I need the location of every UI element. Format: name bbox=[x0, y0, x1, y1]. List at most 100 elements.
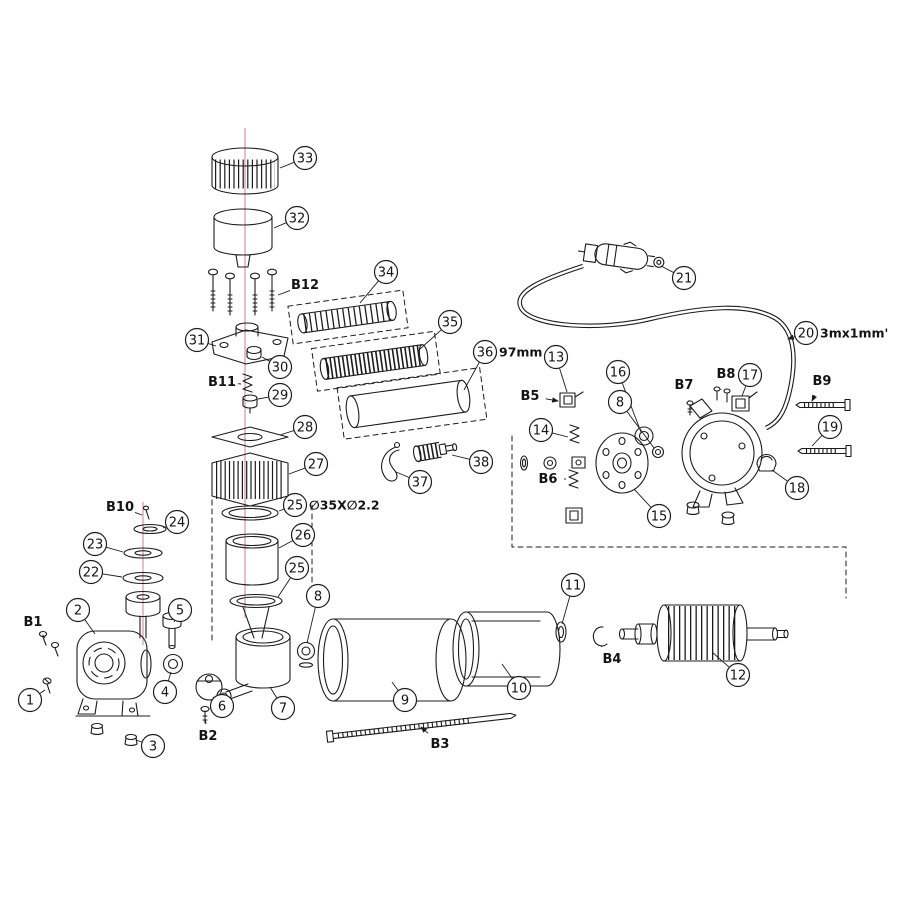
callout-number: 6 bbox=[218, 700, 226, 715]
callout-number: 30 bbox=[272, 361, 289, 376]
part-10-cylinder-shell bbox=[452, 611, 561, 687]
callout-8-34: 8 bbox=[607, 389, 655, 449]
callout-circle bbox=[167, 597, 193, 623]
callout-27-9: 27 bbox=[288, 451, 329, 477]
callout-circle bbox=[468, 449, 494, 475]
b-part-label: B1 bbox=[24, 615, 43, 630]
callout-number: 9 bbox=[401, 694, 409, 709]
callout-5-22: 5 bbox=[167, 597, 193, 623]
label-B10: B10 bbox=[106, 500, 143, 516]
callout-number: 36 bbox=[477, 346, 494, 361]
callout-number: 25 bbox=[289, 562, 306, 577]
callout-2-18: 2 bbox=[65, 597, 96, 635]
callout-16-33: 16 bbox=[605, 359, 642, 433]
part-38-valve-fitting bbox=[412, 441, 458, 463]
leader-line bbox=[711, 651, 730, 668]
callout-number: 32 bbox=[289, 212, 306, 227]
part-motor-bracket bbox=[681, 398, 763, 508]
callout-33-0: 33 bbox=[279, 145, 318, 171]
callout-12-29: 12 bbox=[711, 651, 751, 688]
leader-line bbox=[279, 162, 295, 169]
part-20-power-cable bbox=[517, 263, 796, 431]
b-part-label: B10 bbox=[106, 500, 134, 515]
callout-circle bbox=[784, 475, 810, 501]
callout-number: 23 bbox=[87, 538, 104, 553]
callout-circle bbox=[292, 414, 318, 440]
leader-line bbox=[395, 471, 410, 478]
label-B2: B2 bbox=[199, 720, 217, 744]
callout-number: 12 bbox=[730, 669, 747, 684]
part-b9-screw bbox=[795, 398, 851, 412]
callout-number: 19 bbox=[822, 421, 839, 436]
callout-38-11: 38 bbox=[451, 449, 494, 475]
callout-number: 17 bbox=[742, 369, 759, 384]
part-33-knurled-cap bbox=[211, 147, 279, 195]
leader-line bbox=[277, 290, 291, 296]
callout-number: 14 bbox=[533, 424, 550, 439]
leader-line bbox=[102, 573, 123, 578]
leader-line bbox=[84, 619, 96, 635]
callout-circle bbox=[305, 583, 331, 609]
callout-number: 24 bbox=[169, 516, 186, 531]
part-bracket-feet bbox=[686, 501, 735, 525]
part-28-valve-plate bbox=[211, 426, 289, 448]
callout-29-7: 29 bbox=[257, 382, 293, 408]
leader-line bbox=[168, 671, 172, 681]
callout-24-15: 24 bbox=[162, 509, 190, 535]
callout-number: 11 bbox=[565, 579, 582, 594]
part-14-spring bbox=[569, 424, 580, 444]
part-8-washer-right bbox=[651, 445, 665, 459]
leader-line bbox=[552, 432, 569, 438]
leader-line bbox=[42, 634, 46, 639]
leader-line bbox=[306, 607, 316, 644]
leader-line bbox=[278, 540, 293, 549]
callout-22-17: 22 bbox=[78, 559, 123, 585]
leader-line bbox=[277, 577, 291, 598]
callout-number: 15 bbox=[651, 510, 668, 525]
part-21-power-plug bbox=[578, 241, 665, 274]
callout-circle bbox=[560, 572, 586, 598]
part-6-counterweight bbox=[195, 673, 223, 701]
part-18-dome-nut bbox=[756, 453, 777, 472]
callout-13-30: 13 bbox=[543, 344, 569, 393]
callout-4-21: 4 bbox=[152, 671, 178, 705]
callout-circle bbox=[607, 389, 633, 415]
b-part-label: B7 bbox=[675, 378, 694, 393]
callout-annotation: 3mx1mm' bbox=[820, 326, 888, 341]
label-B11: B11 bbox=[208, 375, 242, 390]
part-13-brush-holder-upper bbox=[559, 391, 584, 408]
callout-23-16: 23 bbox=[82, 531, 124, 557]
callout-number: 8 bbox=[314, 590, 322, 605]
callout-circle bbox=[290, 522, 316, 548]
callout-number: 3 bbox=[149, 740, 157, 755]
label-B5: B5 bbox=[521, 389, 559, 404]
part-16-bearing bbox=[634, 426, 654, 446]
callout-number: 10 bbox=[511, 682, 528, 697]
part-brush-holder-lower bbox=[565, 507, 583, 524]
b-part-label: B3 bbox=[431, 737, 450, 752]
dashed-link-right bbox=[511, 435, 847, 599]
callout-1-19: 1 bbox=[17, 687, 46, 713]
callout-number: 18 bbox=[789, 482, 806, 497]
callout-circle bbox=[282, 492, 308, 518]
part-19-screw bbox=[797, 444, 852, 458]
leader-line bbox=[419, 329, 442, 350]
callout-annotation: ∅35X∅2.2 bbox=[309, 498, 380, 513]
callout-circle bbox=[140, 733, 166, 759]
callout-30-6: 30 bbox=[261, 354, 293, 380]
callout-circle bbox=[267, 382, 293, 408]
callout-14-31: 14 bbox=[528, 417, 569, 443]
callout-number: 7 bbox=[279, 702, 287, 717]
callout-17-35: 17 bbox=[737, 362, 763, 397]
callout-6-23: 6 bbox=[209, 693, 235, 719]
part-12-armature bbox=[618, 604, 789, 662]
leader-line bbox=[261, 356, 270, 362]
leader-line bbox=[288, 467, 305, 475]
callout-circle bbox=[528, 417, 554, 443]
part-22-washer bbox=[122, 571, 164, 585]
leader-line bbox=[204, 720, 207, 725]
callout-circle bbox=[284, 205, 310, 231]
